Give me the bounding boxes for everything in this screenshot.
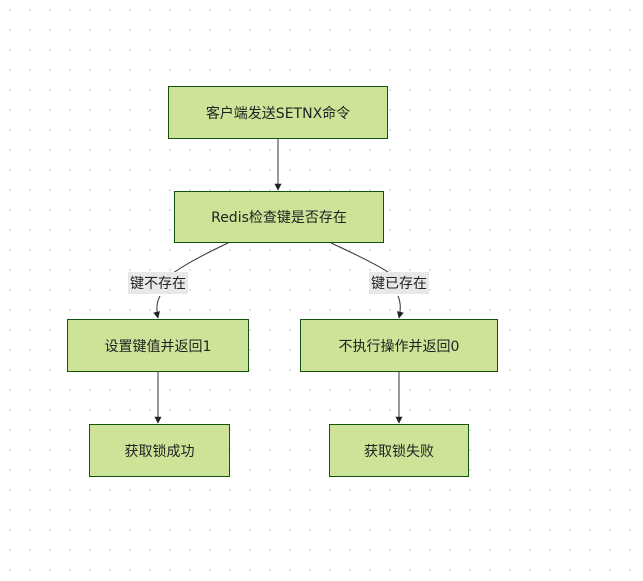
node-label: Redis检查键是否存在 [211, 210, 347, 226]
node-label: 获取锁失败 [364, 443, 434, 460]
edge-label-exists: 键已存在 [369, 272, 429, 294]
node-lock-success[interactable]: 获取锁成功 [89, 424, 230, 477]
node-no-op[interactable]: 不执行操作并返回0 [300, 319, 498, 372]
node-lock-fail[interactable]: 获取锁失败 [329, 424, 469, 477]
edge-label-not-exists: 键不存在 [128, 272, 188, 294]
node-label: 设置键值并返回1 [104, 338, 212, 355]
node-label: 客户端发送SETNX命令 [205, 105, 351, 122]
node-label: 获取锁成功 [124, 443, 195, 460]
node-redis-check[interactable]: Redis检查键是否存在 [174, 191, 384, 243]
node-client-send[interactable]: 客户端发送SETNX命令 [168, 86, 388, 139]
node-label: 不执行操作并返回0 [338, 338, 460, 355]
node-set-key[interactable]: 设置键值并返回1 [67, 319, 249, 372]
